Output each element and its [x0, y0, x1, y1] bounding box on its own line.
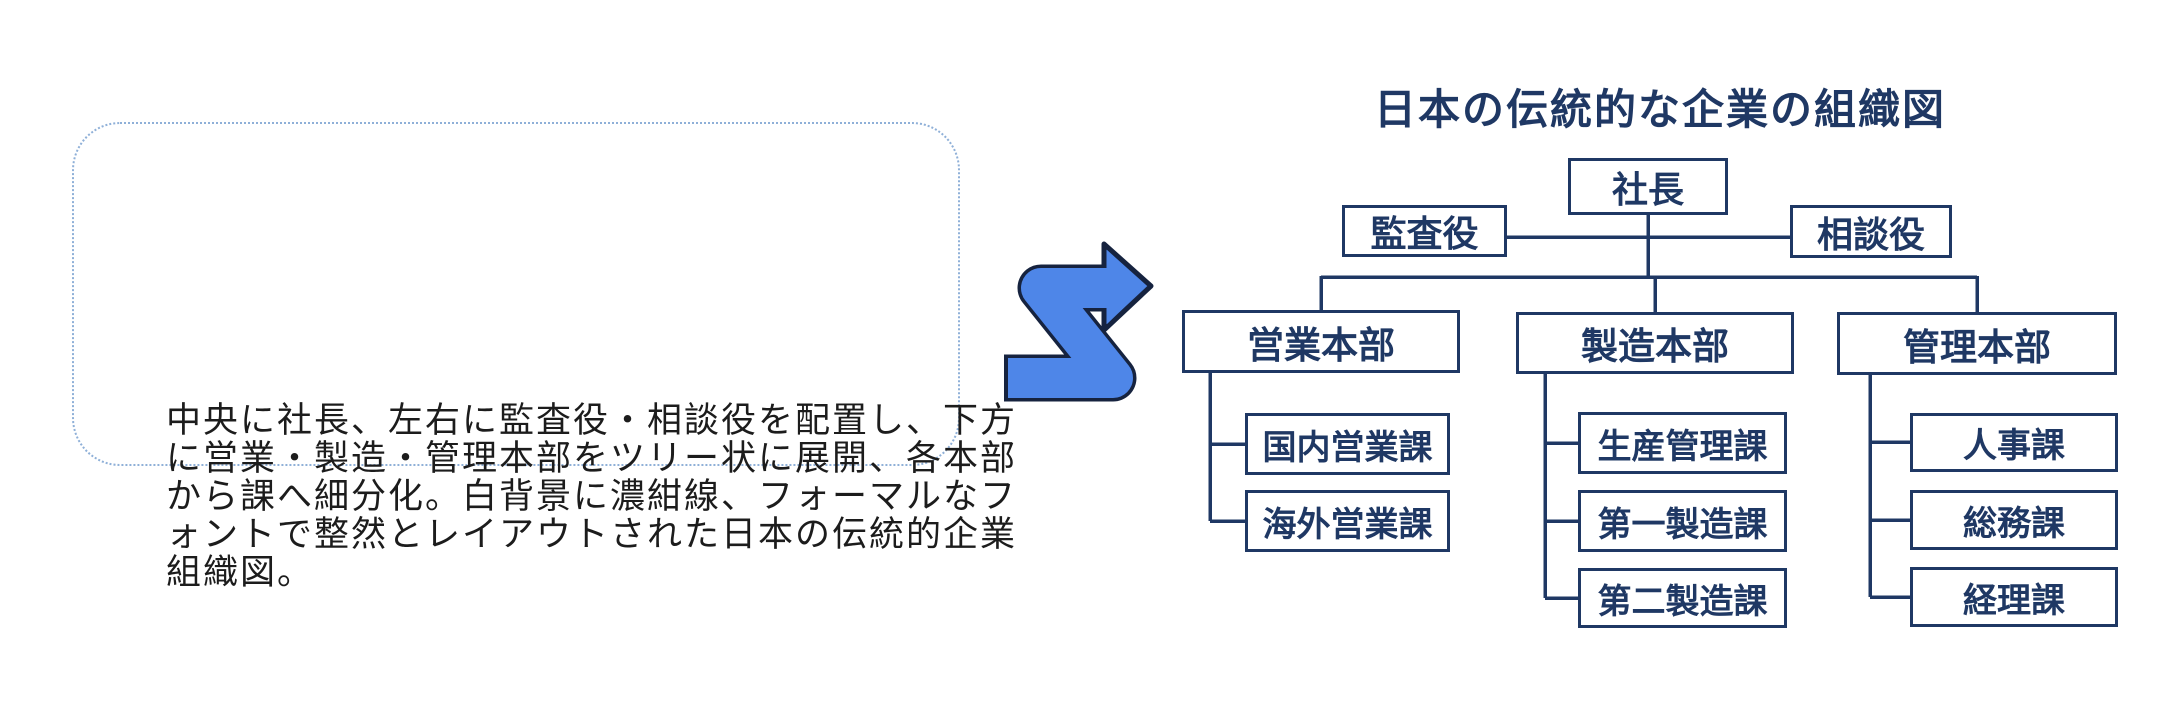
- org-node-second-manufacturing: 第二製造課: [1578, 568, 1787, 628]
- org-node-production-control: 生産管理課: [1578, 412, 1787, 474]
- org-node-overseas-sales: 海外営業課: [1245, 490, 1450, 552]
- org-node-accounting: 経理課: [1910, 567, 2118, 627]
- org-node-president: 社長: [1568, 158, 1728, 215]
- org-node-advisor: 相談役: [1790, 205, 1952, 258]
- org-node-hr: 人事課: [1910, 413, 2118, 472]
- org-node-manufacturing-hq: 製造本部: [1516, 312, 1794, 374]
- org-chart-title: 日本の伝統的な企業の組織図: [1373, 88, 1946, 134]
- org-node-domestic-sales: 国内営業課: [1245, 413, 1450, 475]
- org-node-general-affairs: 総務課: [1910, 490, 2118, 550]
- org-node-first-manufacturing: 第一製造課: [1578, 490, 1787, 552]
- org-node-admin-hq: 管理本部: [1837, 312, 2117, 375]
- org-node-auditor: 監査役: [1342, 205, 1507, 257]
- org-node-sales-hq: 営業本部: [1182, 310, 1460, 373]
- description-text: 中央に社長、左右に監査役・相談役を配置し、下方に営業・製造・管理本部をツリー状に…: [166, 401, 1018, 592]
- description-panel: 中央に社長、左右に監査役・相談役を配置し、下方に営業・製造・管理本部をツリー状に…: [72, 122, 1015, 592]
